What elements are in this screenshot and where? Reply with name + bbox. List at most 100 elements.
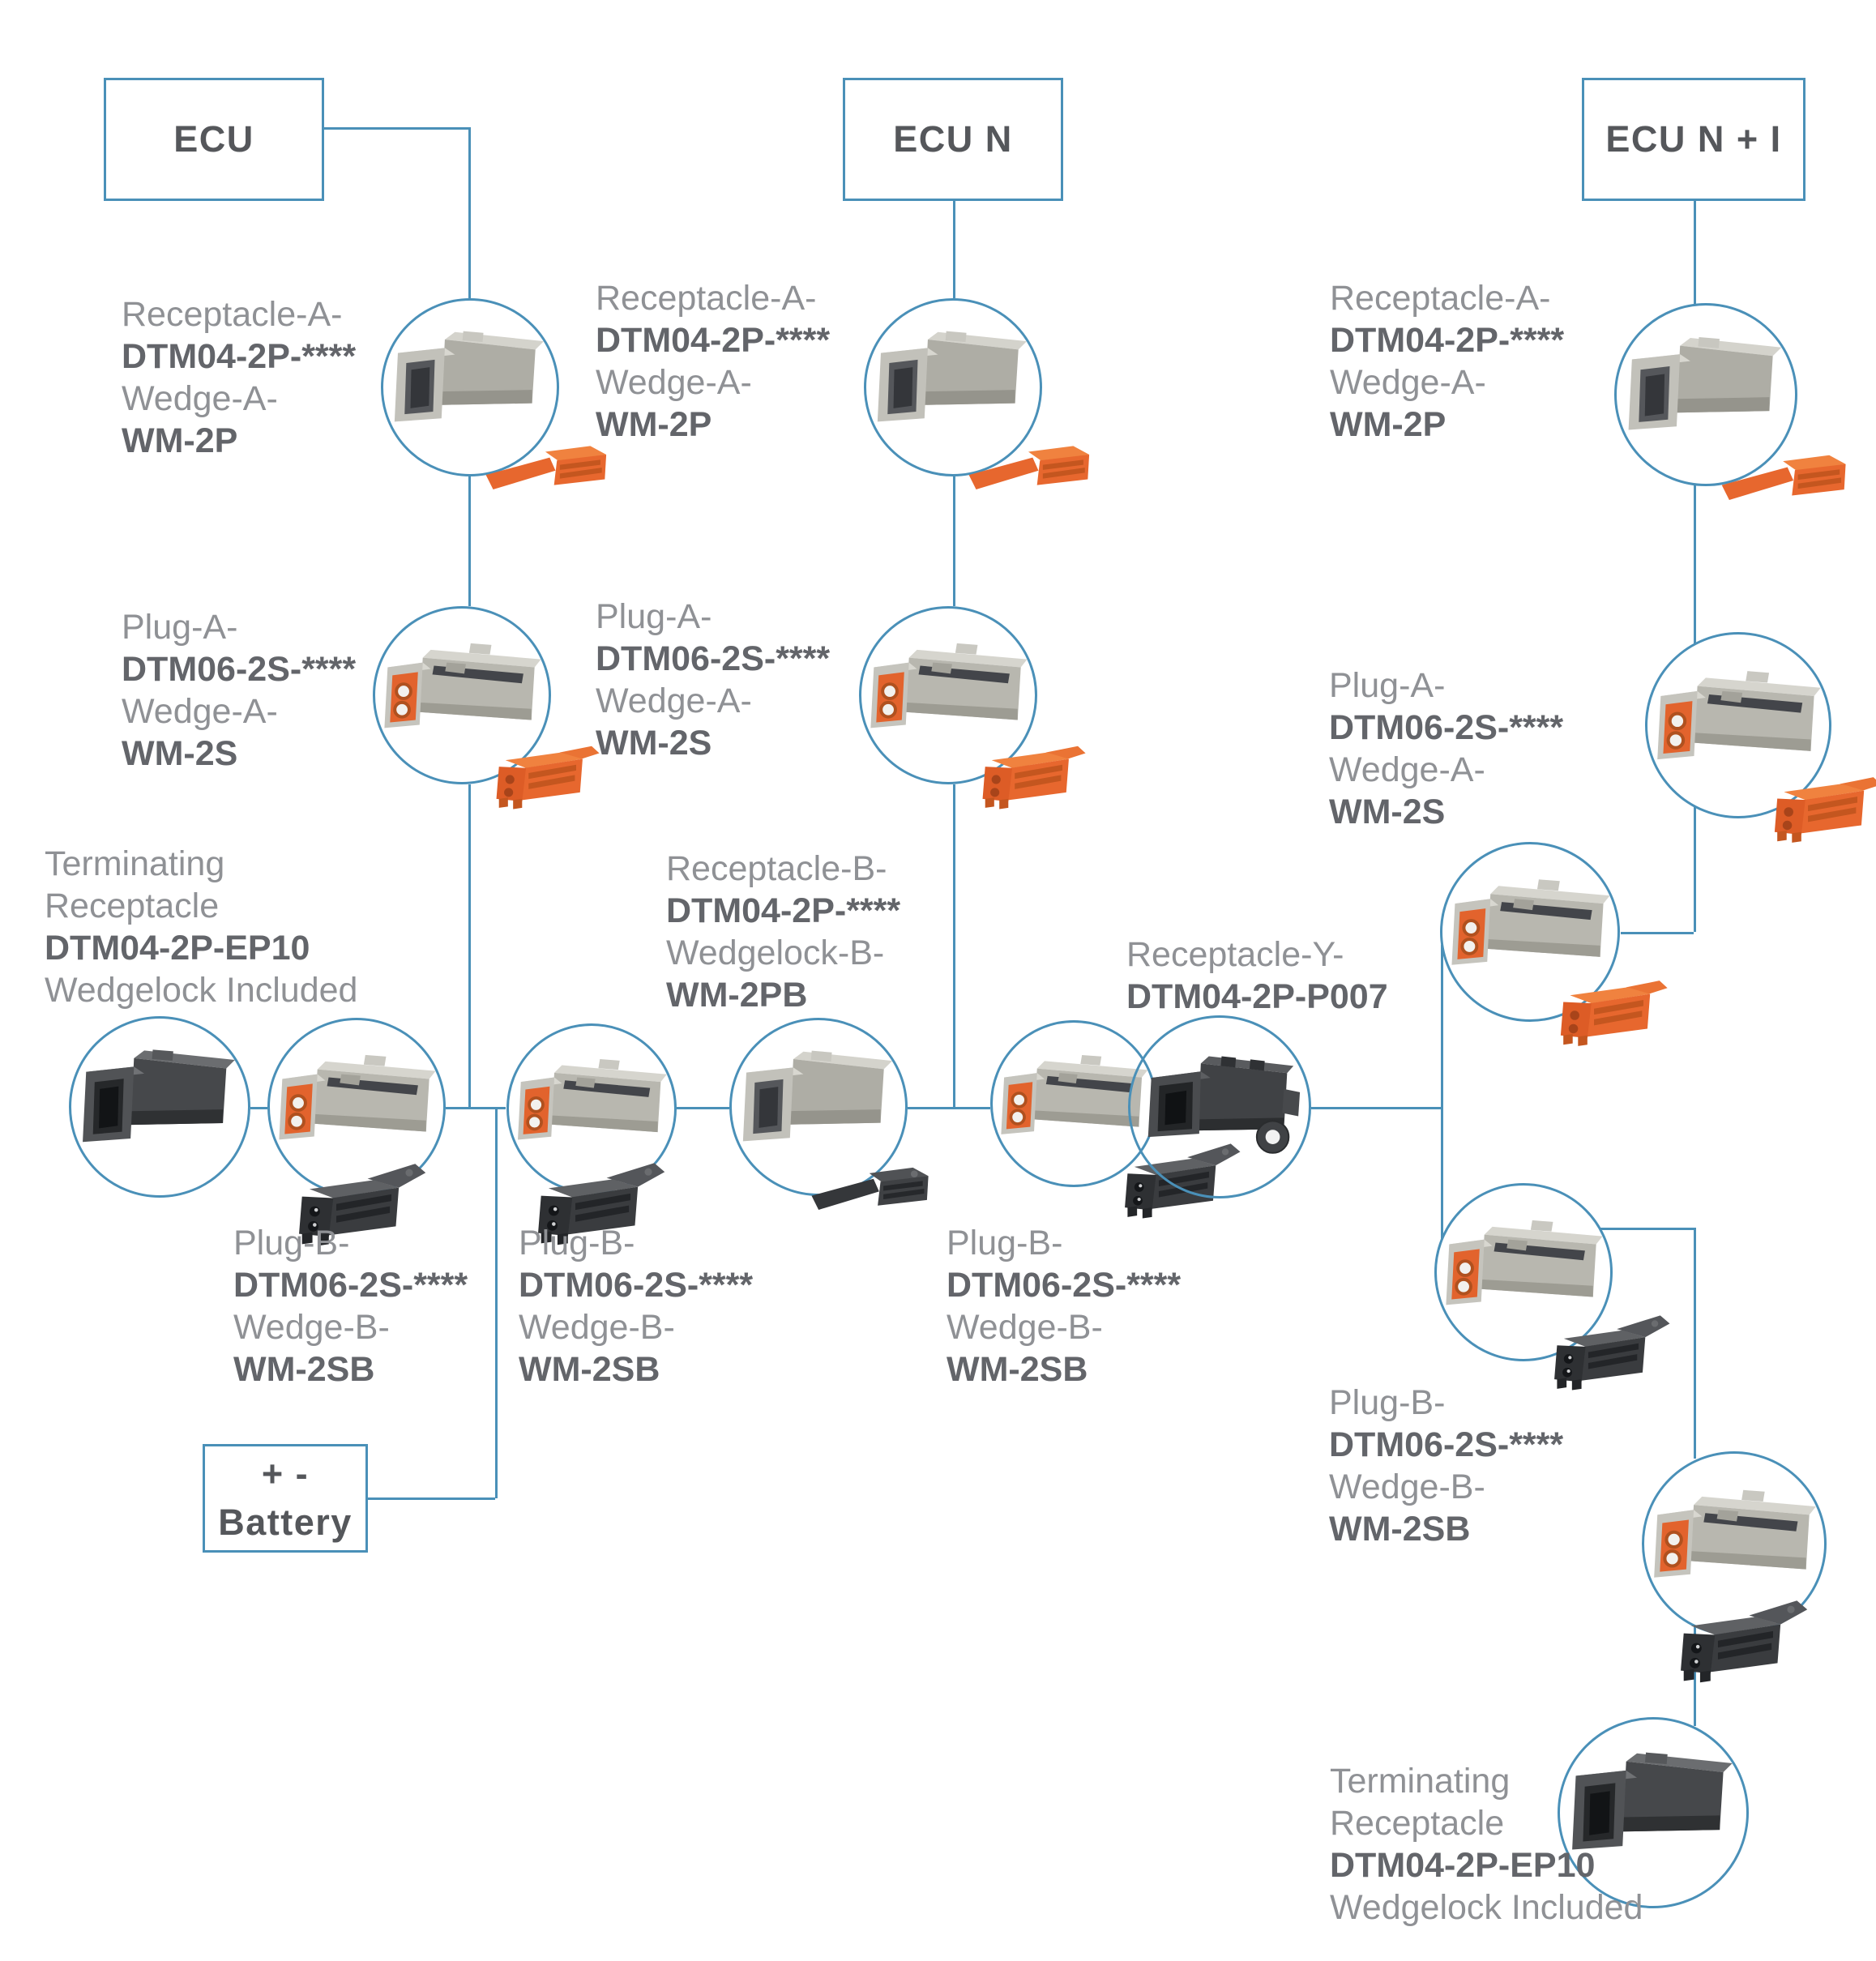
label-terminating-left-line: Terminating	[45, 844, 225, 883]
label-plug-b-3-line: DTM06-2S-****	[947, 1266, 1182, 1305]
black-wedge-block-icon	[529, 1156, 667, 1249]
orange-wedge-block-icon	[489, 736, 600, 813]
label-plug-a-ecu-line: DTM06-2S-****	[122, 650, 357, 689]
label-plug-a-ecu-n-line: Plug-A-	[596, 597, 712, 636]
receptacle-a-ecu-n	[864, 298, 1090, 489]
label-plug-b-2-line: DTM06-2S-****	[519, 1266, 754, 1305]
black-wedge-block-icon	[290, 1156, 428, 1250]
label-plug-a-ecu-line: Plug-A-	[122, 608, 238, 647]
plug-a-ecu	[373, 606, 600, 810]
label-receptacle-a-ecu-n-i-line: WM-2P	[1330, 405, 1447, 444]
label-receptacle-a-ecu-n-i-line: Receptacle-A-	[1330, 279, 1551, 318]
label-terminating-right-line: DTM04-2P-EP10	[1330, 1846, 1596, 1885]
receptacle-a-ecu	[381, 298, 607, 489]
plug-gray-icon	[1647, 1476, 1821, 1600]
plug-gray-icon	[1651, 658, 1826, 783]
receptacle-gray-icon	[1620, 325, 1792, 454]
label-receptacle-a-ecu-n-i: Receptacle-A-DTM04-2P-****Wedge-A-WM-2P	[1330, 277, 1564, 446]
receptacle-a-ecu-n-i	[1614, 303, 1846, 500]
label-receptacle-a-ecu: Receptacle-A-DTM04-2P-****Wedge-A-WM-2P	[122, 293, 356, 462]
receptacle-y	[1128, 1015, 1311, 1198]
label-plug-b-2-line: Plug-B-	[519, 1224, 635, 1262]
label-receptacle-b: Receptacle-B-DTM04-2P-****Wedgelock-B-WM…	[666, 848, 900, 1016]
label-plug-b-4-line: DTM06-2S-****	[1329, 1425, 1564, 1464]
receptacle-gray-icon	[870, 319, 1037, 445]
label-receptacle-a-ecu-n-line: DTM04-2P-****	[596, 321, 831, 360]
label-terminating-left-line: DTM04-2P-EP10	[45, 929, 310, 968]
label-receptacle-a-ecu-line: Wedge-A-	[122, 379, 278, 418]
black-wedgelock-paddle-icon	[809, 1156, 942, 1227]
y-receptacle-icon	[1134, 1038, 1306, 1166]
label-plug-b-2-line: Wedge-B-	[519, 1308, 675, 1347]
label-plug-a-ecu-n-line: Wedge-A-	[596, 681, 752, 720]
label-terminating-right-line: Terminating	[1330, 1762, 1511, 1801]
ecu-box-label: ECU	[173, 118, 254, 160]
label-plug-a-ecu-n-i-line: DTM06-2S-****	[1329, 708, 1564, 747]
label-receptacle-a-ecu-line: DTM04-2P-****	[122, 337, 357, 376]
wire	[324, 127, 468, 130]
wire	[1311, 1107, 1441, 1109]
label-plug-b-2: Plug-B- DTM06-2S-****Wedge-B-WM-2SB	[519, 1222, 753, 1391]
wire	[953, 476, 955, 606]
plug-gray-icon	[865, 630, 1032, 750]
label-receptacle-a-ecu-n-line: WM-2P	[596, 405, 712, 444]
label-plug-a-ecu-line: WM-2S	[122, 734, 238, 773]
battery-box-label: Battery	[218, 1502, 353, 1543]
label-plug-a-ecu: Plug-A-DTM06-2S-****Wedge-A-WM-2S	[122, 606, 356, 775]
plug-a-ecu-n-i	[1645, 632, 1876, 843]
ecu-n-box: ECU N	[843, 78, 1063, 201]
receptacle-b	[729, 1018, 929, 1210]
wire	[446, 1107, 506, 1109]
plug-y-lower	[1434, 1183, 1670, 1391]
wire	[1441, 945, 1443, 1239]
label-plug-a-ecu-n-line: DTM06-2S-****	[596, 639, 831, 678]
ecu-n-i-box-label: ECU N + I	[1605, 118, 1782, 160]
wire	[908, 1107, 990, 1109]
label-receptacle-a-ecu-n: Receptacle-A-DTM04-2P-****Wedge-A-WM-2P	[596, 277, 830, 446]
label-receptacle-y-line: Receptacle-Y-	[1126, 935, 1344, 974]
wire	[1621, 932, 1694, 934]
label-receptacle-y-line: DTM04-2P-P007	[1126, 977, 1388, 1016]
label-plug-b-3-line: Plug-B-	[947, 1224, 1063, 1262]
terminating-receptacle-left	[69, 1016, 250, 1198]
label-plug-a-ecu-n-line: WM-2S	[596, 724, 712, 763]
wire	[953, 784, 955, 1107]
orange-wedgelock-paddle-icon	[966, 434, 1104, 506]
label-receptacle-b-line: WM-2PB	[666, 976, 808, 1015]
label-terminating-right-line: Wedgelock Included	[1330, 1888, 1643, 1927]
ecu-box: ECU	[104, 78, 324, 201]
label-plug-b-1-line: Plug-B-	[233, 1224, 350, 1262]
terminating-receptacle-icon	[1563, 1740, 1743, 1875]
label-plug-b-4-line: WM-2SB	[1329, 1510, 1471, 1549]
wire	[1694, 1228, 1696, 1459]
wire	[468, 127, 471, 298]
orange-wedgelock-paddle-icon	[483, 434, 621, 506]
label-terminating-right-line: Receptacle	[1330, 1804, 1505, 1843]
wire	[1694, 201, 1696, 304]
label-plug-a-ecu-n-i: Plug-A-DTM06-2S-****Wedge-A-WM-2S	[1329, 664, 1563, 833]
wire	[1694, 485, 1696, 643]
battery-box-label: + -	[261, 1453, 310, 1495]
label-plug-a-ecu-n-i-line: Wedge-A-	[1329, 750, 1485, 789]
label-plug-b-1-line: Wedge-B-	[233, 1308, 390, 1347]
label-receptacle-b-line: DTM04-2P-****	[666, 891, 901, 930]
wire	[495, 1107, 498, 1498]
wire	[250, 1107, 267, 1109]
wire	[953, 201, 955, 298]
plug-a-ecu-n	[859, 606, 1086, 810]
label-plug-b-3-line: Wedge-B-	[947, 1308, 1103, 1347]
label-receptacle-a-ecu-n-i-line: DTM04-2P-****	[1330, 321, 1565, 360]
label-receptacle-a-ecu-n-i-line: Wedge-A-	[1330, 363, 1486, 402]
label-receptacle-a-ecu-n-line: Receptacle-A-	[596, 279, 817, 318]
plug-gray-icon	[1446, 866, 1615, 987]
label-plug-b-2-line: WM-2SB	[519, 1350, 660, 1389]
label-plug-b-3-line: WM-2SB	[947, 1350, 1088, 1389]
orange-wedge-block-icon	[1553, 970, 1668, 1050]
black-wedge-block-icon	[1672, 1593, 1810, 1686]
wire	[468, 784, 471, 1107]
label-plug-b-4-line: Wedge-B-	[1329, 1468, 1485, 1506]
label-plug-a-ecu-n-i-line: Plug-A-	[1329, 666, 1446, 705]
label-receptacle-b-line: Receptacle-B-	[666, 849, 887, 888]
ecu-n-box-label: ECU N	[893, 118, 1013, 160]
